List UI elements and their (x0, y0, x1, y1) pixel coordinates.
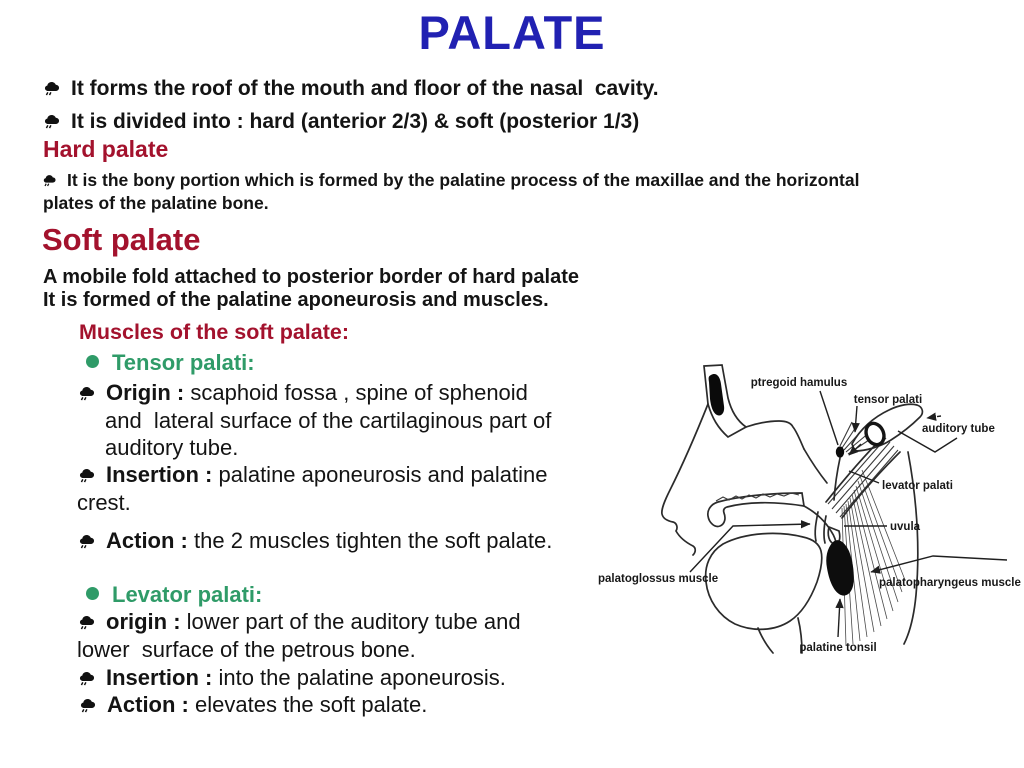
tensor-origin-line: Origin : scaphoid fossa , spine of sphen… (79, 380, 528, 406)
soft-palate-heading: Soft palate (42, 222, 201, 257)
pterygoid-plate-line (803, 448, 828, 484)
auditory-tube-opening (864, 421, 886, 447)
insertion-label: Insertion : (106, 665, 213, 690)
nasal-bone-section (703, 364, 748, 439)
hard-palate-shape (707, 492, 806, 528)
rain-cloud-bullet-icon (79, 616, 95, 630)
hard-palate-text: It is the bony portion which is formed b… (67, 170, 860, 190)
rain-cloud-bullet-icon (80, 699, 96, 713)
leader-tonsil (835, 598, 844, 638)
soft-palate-line-1: A mobile fold attached to posterior bord… (43, 266, 579, 288)
intro-bullet-text: It forms the roof of the mouth and floor… (71, 77, 659, 100)
action-label: Action : (106, 528, 188, 553)
rain-cloud-bullet-icon (79, 535, 95, 549)
nasal-bone-marrow (708, 374, 725, 416)
leader-auditory-tube (897, 430, 958, 453)
rain-cloud-bullet-icon (79, 672, 95, 686)
hard-palate-text: plates of the palatine bone. (43, 193, 269, 213)
leader-palatopharyngeus (870, 555, 1008, 574)
diagram-label-pterygoid-hamulus: ptregoid hamulus (751, 377, 847, 389)
leader-hamulus (819, 390, 839, 446)
levator-insertion-line: Insertion : into the palatine aponeurosi… (79, 665, 506, 691)
rain-cloud-bullet-icon (79, 469, 95, 483)
insertion-label: Insertion : (106, 462, 213, 487)
rain-cloud-bullet-icon (44, 115, 60, 129)
diagram-label-tensor-palati: tensor palati (854, 394, 922, 406)
tensor-direction-arrow (848, 443, 862, 456)
diagram-label-uvula: uvula (890, 521, 921, 533)
green-dot-bullet-icon (86, 587, 99, 600)
hard-palate-heading: Hard palate (43, 136, 169, 162)
nose-profile (661, 403, 709, 556)
tensor-origin-line-2: and lateral surface of the cartilaginous… (105, 408, 552, 433)
leader-auditory-tube-tip-arrow (926, 412, 942, 421)
hard-palate-line-2: plates of the palatine bone. (43, 192, 269, 215)
anatomy-diagram: ptregoid hamulus tensor palati auditory … (598, 364, 1021, 654)
diagram-label-palatopharyngeus: palatopharyngeus muscle (879, 577, 1021, 589)
muscles-heading: Muscles of the soft palate: (79, 320, 349, 344)
auditory-tube-shape (851, 403, 924, 452)
levator-action-line: Action : elevates the soft palate. (80, 692, 427, 718)
tongue-shape (704, 532, 823, 654)
rain-cloud-bullet-icon (44, 82, 60, 96)
action-label: Action : (107, 692, 189, 717)
leader-palatoglossus (689, 520, 811, 573)
intro-bullet-2: It is divided into : hard (anterior 2/3)… (44, 105, 639, 138)
tensor-action-line: Action : the 2 muscles tighten the soft … (79, 528, 552, 554)
leader-tensor (851, 405, 860, 433)
cranial-base-line (745, 420, 805, 450)
origin-label: Origin : (106, 380, 185, 405)
tensor-insertion-line-2: crest. (77, 490, 131, 515)
tensor-origin-line-3: auditory tube. (105, 435, 239, 460)
levator-origin-line-2: lower surface of the petrous bone. (77, 637, 416, 662)
tensor-insertion-line: Insertion : palatine aponeurosis and pal… (79, 462, 548, 488)
diagram-label-auditory-tube: auditory tube (922, 423, 995, 435)
intro-bullet-1: It forms the roof of the mouth and floor… (44, 72, 659, 105)
rain-cloud-bullet-icon (79, 387, 95, 401)
pterygoid-hamulus-dot (835, 446, 845, 458)
intro-bullet-text: It is divided into : hard (anterior 2/3)… (71, 110, 640, 133)
origin-label: origin : (106, 609, 181, 634)
soft-palate-line-2: It is formed of the palatine aponeurosis… (43, 289, 549, 311)
palatine-tonsil-shape (826, 540, 854, 596)
page-title: PALATE (418, 6, 606, 59)
diagram-label-palatoglossus: palatoglossus muscle (598, 573, 718, 585)
diagram-label-levator-palati: levator palati (882, 480, 953, 492)
tensor-palati-heading: Tensor palati: (86, 350, 255, 376)
diagram-label-palatine-tonsil: palatine tonsil (799, 642, 876, 654)
leader-levator (848, 470, 880, 484)
rain-cloud-bullet-icon (43, 175, 56, 187)
levator-origin-line: origin : lower part of the auditory tube… (79, 609, 521, 635)
levator-palati-heading: Levator palati: (86, 582, 262, 608)
hard-palate-line-1: It is the bony portion which is formed b… (43, 169, 859, 192)
green-dot-bullet-icon (86, 355, 99, 368)
palatoglossus-muscle-lines (814, 511, 827, 544)
